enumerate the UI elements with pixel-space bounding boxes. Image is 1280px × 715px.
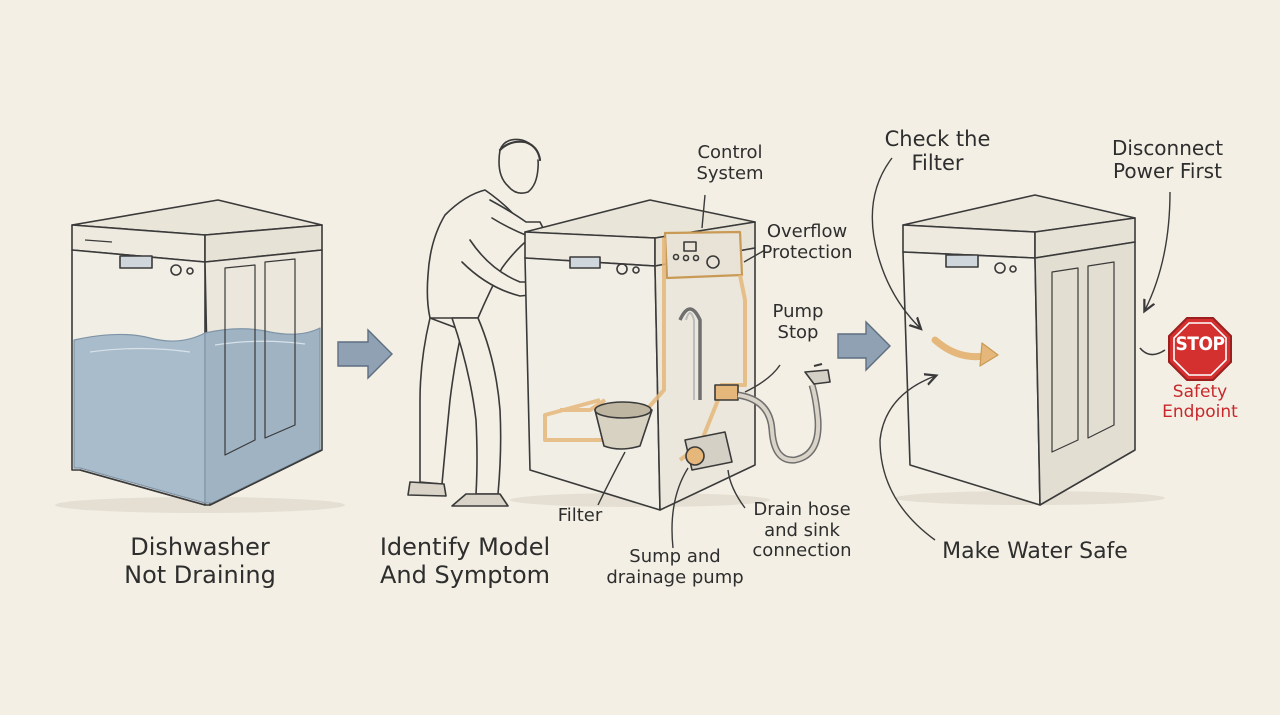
part-sump-pump: Sump and drainage pump	[600, 546, 750, 588]
part-pump-stop-line-1: Pump	[772, 301, 824, 322]
stop-sign-icon	[1168, 317, 1232, 381]
dishwasher-safe	[895, 194, 1165, 506]
flow-arrow-2-icon	[837, 320, 891, 372]
part-drain-line-2: and sink	[764, 519, 840, 541]
step-3-label: Make Water Safe	[942, 539, 1128, 564]
callout-disconnect-line-1: Disconnect	[1111, 136, 1224, 160]
step-2-line-1: Identify Model	[379, 533, 551, 561]
callout-check-filter-line-1: Check the	[884, 127, 991, 151]
stop-sign-label: STOP	[1175, 333, 1225, 355]
part-drain-line-3: connection	[752, 540, 852, 562]
callout-check-filter-line-2: Filter	[911, 151, 964, 176]
callout-disconnect-line-2: Power First	[1113, 159, 1222, 183]
step-1-line-1: Dishwasher	[130, 533, 270, 561]
part-drain-hose: Drain hose and sink connection	[742, 499, 862, 562]
part-drain-line-1: Drain hose	[753, 499, 851, 520]
part-overflow-protection: Overflow Protection	[752, 221, 862, 263]
callout-check-filter: Check the Filter	[870, 127, 1005, 175]
callout-safety-line-2: Endpoint	[1162, 401, 1238, 422]
dishwasher-flooded	[55, 199, 345, 513]
part-control-line-2: System	[696, 162, 764, 184]
callout-lines	[597, 157, 1171, 549]
part-sump-line-1: Sump and	[629, 546, 721, 567]
callout-safety-line-1: Safety	[1172, 382, 1228, 402]
part-overflow-line-1: Overflow	[766, 221, 848, 242]
part-overflow-line-2: Protection	[761, 241, 853, 263]
callout-safety-endpoint: Safety Endpoint	[1160, 382, 1240, 422]
part-pump-stop-line-2: Stop	[777, 321, 819, 343]
part-filter: Filter	[557, 505, 603, 526]
step-1-label: Dishwasher Not Draining	[110, 533, 290, 589]
step-2-line-2: And Symptom	[379, 560, 550, 589]
part-control-line-1: Control	[697, 142, 763, 163]
step-1-line-2: Not Draining	[124, 560, 276, 589]
step-2-label: Identify Model And Symptom	[365, 533, 565, 589]
callout-disconnect-power: Disconnect Power First	[1100, 137, 1235, 183]
part-sump-line-2: drainage pump	[606, 566, 744, 588]
part-pump-stop: Pump Stop	[763, 301, 833, 343]
flow-arrow-1-icon	[337, 328, 393, 380]
dishwasher-cutaway	[510, 199, 831, 511]
part-control-system: Control System	[680, 142, 780, 184]
